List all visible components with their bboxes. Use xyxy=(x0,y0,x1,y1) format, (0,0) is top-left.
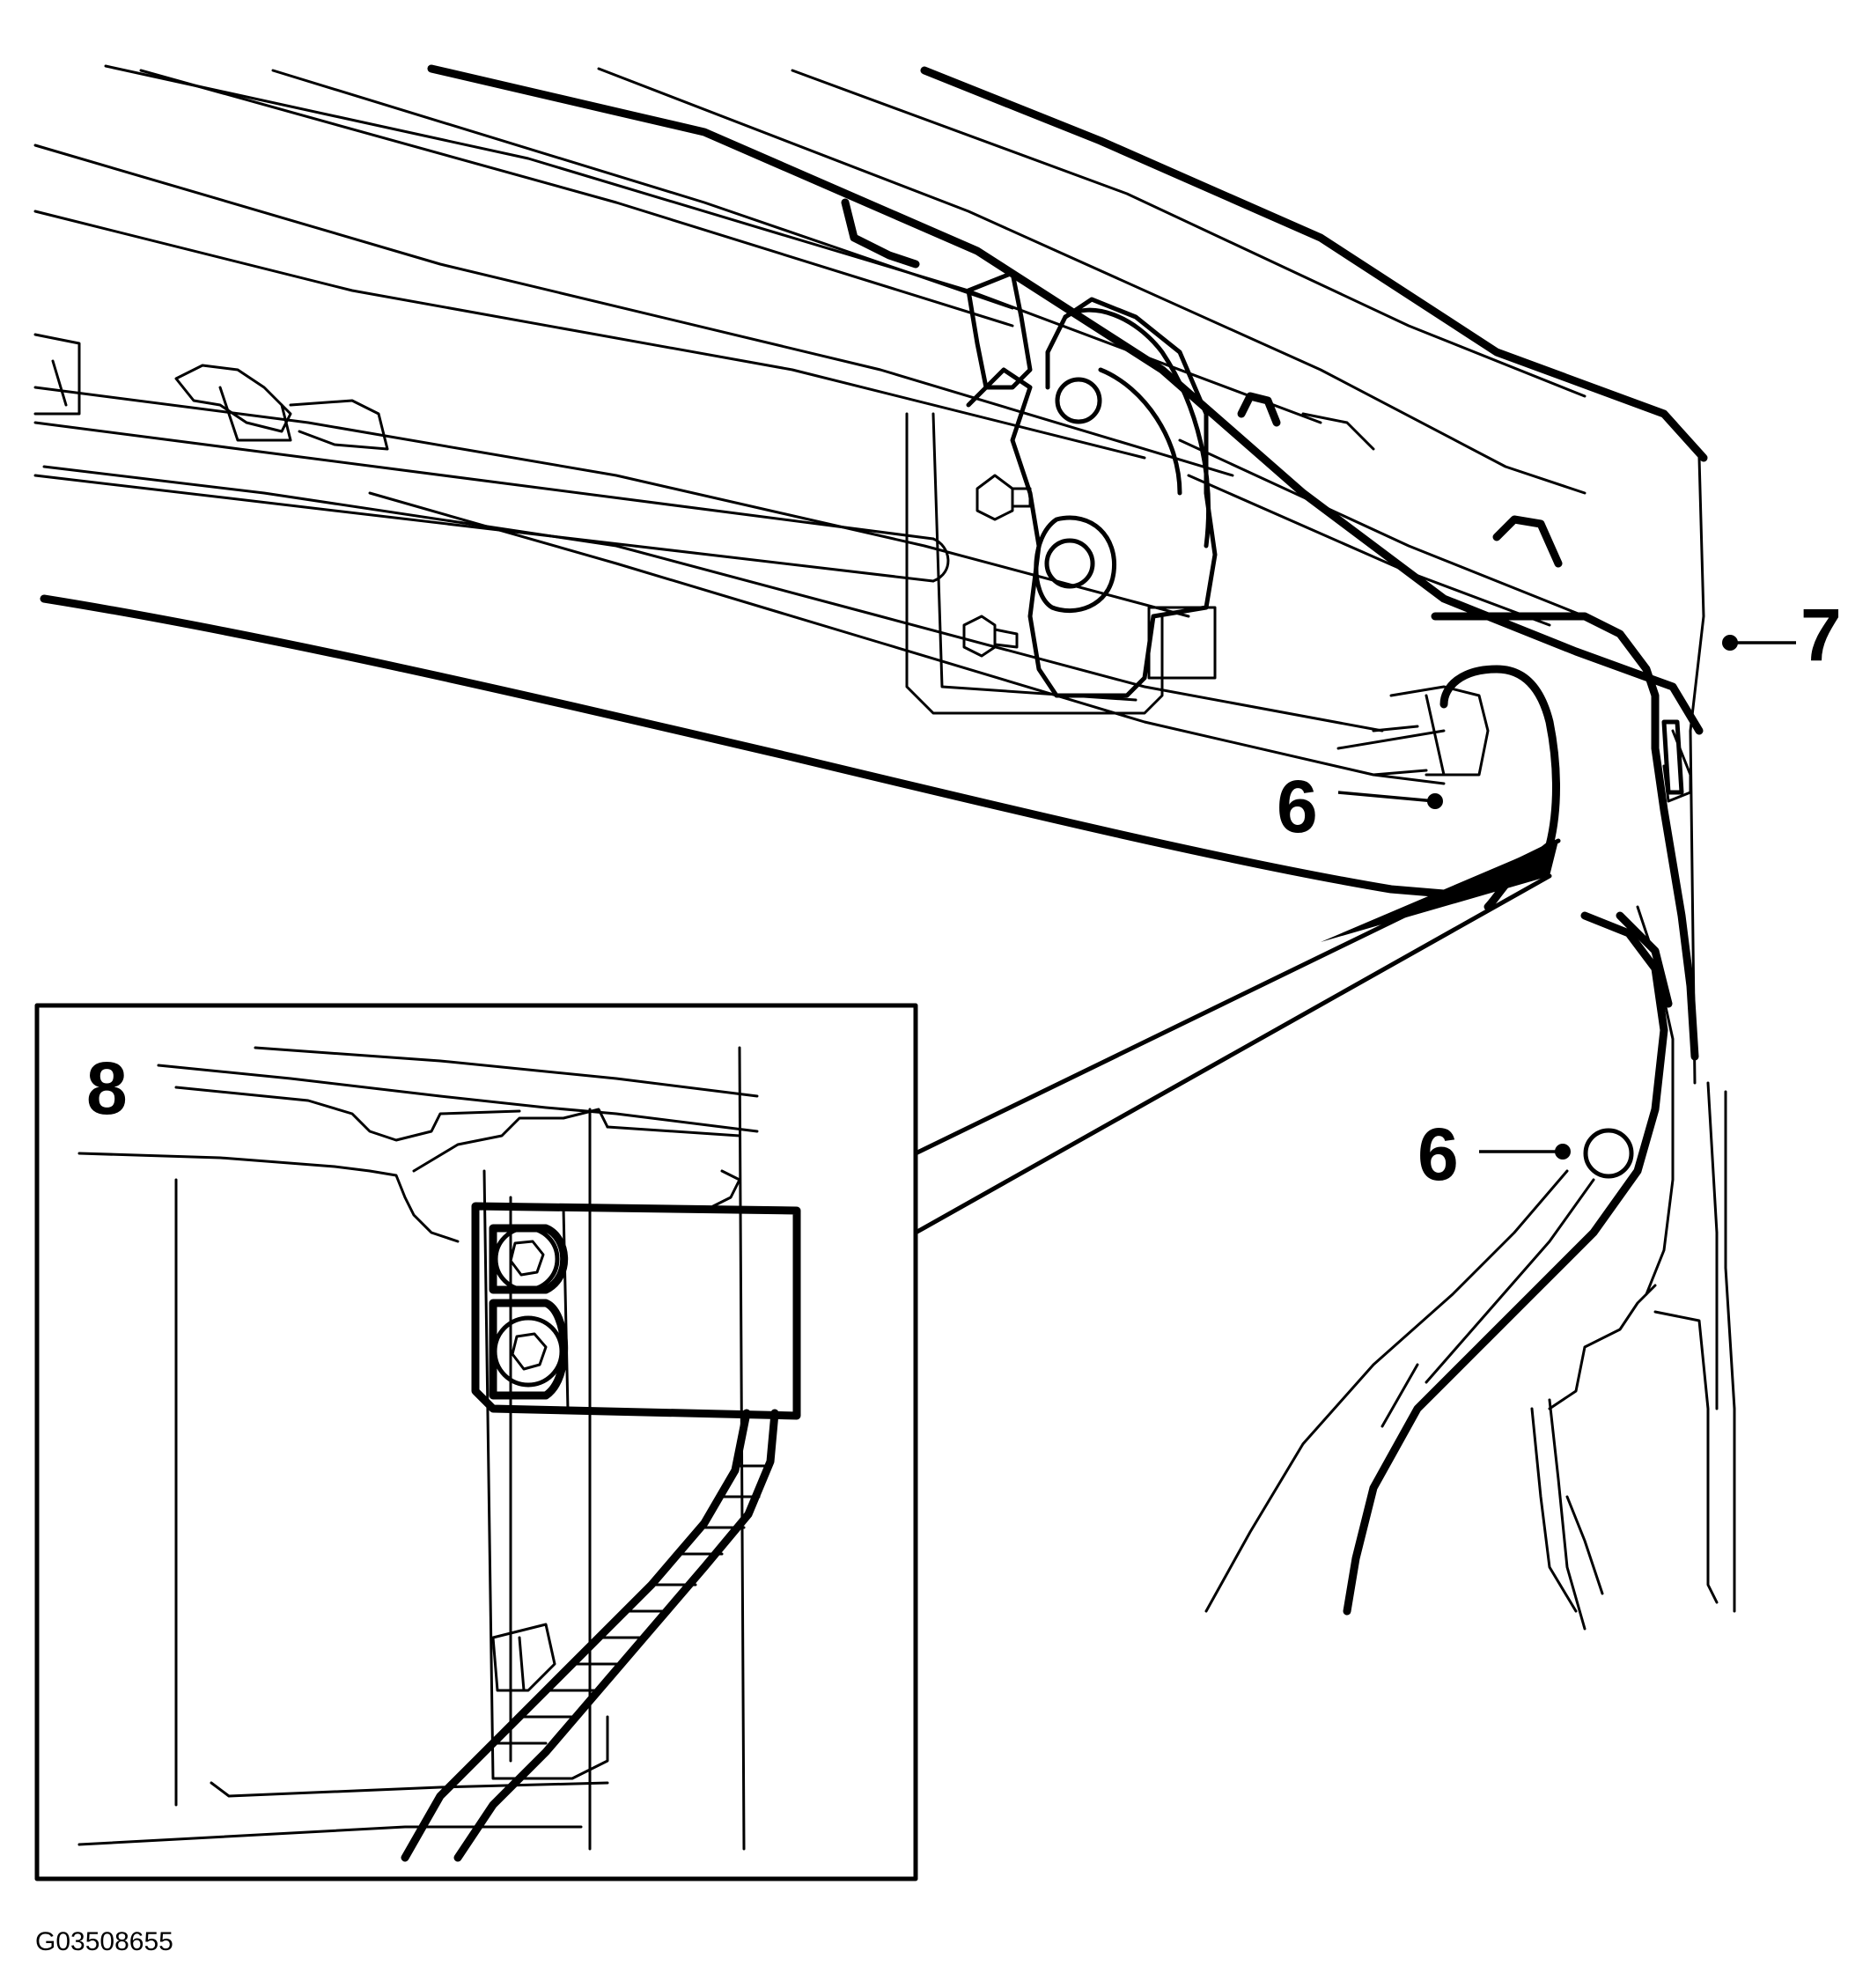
hinge-nut-upper xyxy=(489,1224,569,1294)
detail-inset xyxy=(34,1003,918,1881)
figure-id: G03508655 xyxy=(35,1927,173,1956)
right-hinge-rail xyxy=(841,198,1705,1085)
zoom-wedge xyxy=(913,838,1561,1235)
callout-leaders xyxy=(1337,635,1796,1160)
callout-7: 7 xyxy=(1800,593,1842,676)
lock-assembly xyxy=(905,270,1218,715)
connector-ring xyxy=(1583,1128,1634,1179)
callout-6-lower: 6 xyxy=(1417,1113,1459,1196)
cable-harness xyxy=(1204,905,1736,1631)
panel-lower-contour xyxy=(33,333,1448,898)
inset-cable xyxy=(401,1409,779,1862)
callout-6-upper: 6 xyxy=(1277,765,1318,848)
connecting-rod xyxy=(33,421,950,583)
left-clip-brackets xyxy=(174,364,389,451)
hinge-nut-lower xyxy=(489,1299,569,1400)
callout-8: 8 xyxy=(86,1047,128,1130)
panel-upper-edges xyxy=(33,64,1708,735)
